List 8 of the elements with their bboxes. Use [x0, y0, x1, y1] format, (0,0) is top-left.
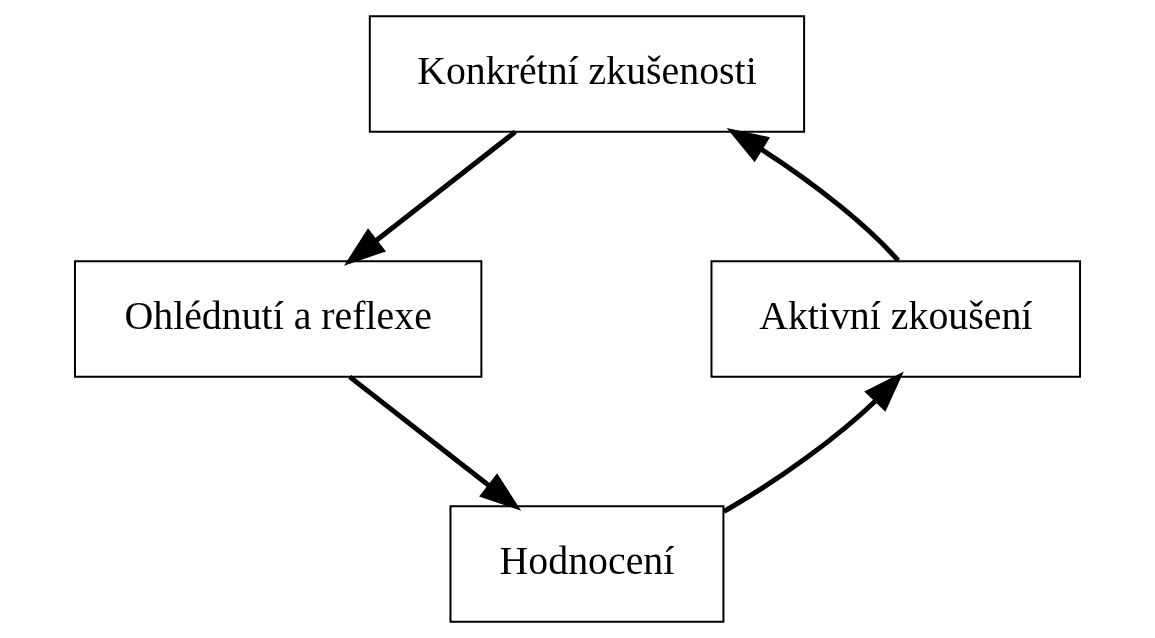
node-box: Aktivní zkoušení: [710, 260, 1082, 378]
arrow: [348, 374, 522, 511]
arrow: [344, 129, 517, 266]
arrow: [722, 371, 904, 514]
node-box: Konkrétní zkušenosti: [368, 15, 806, 133]
node-box: Hodnocení: [449, 505, 725, 623]
node-box: Ohlédnutí a reflexe: [73, 260, 483, 378]
arrow: [726, 127, 900, 263]
